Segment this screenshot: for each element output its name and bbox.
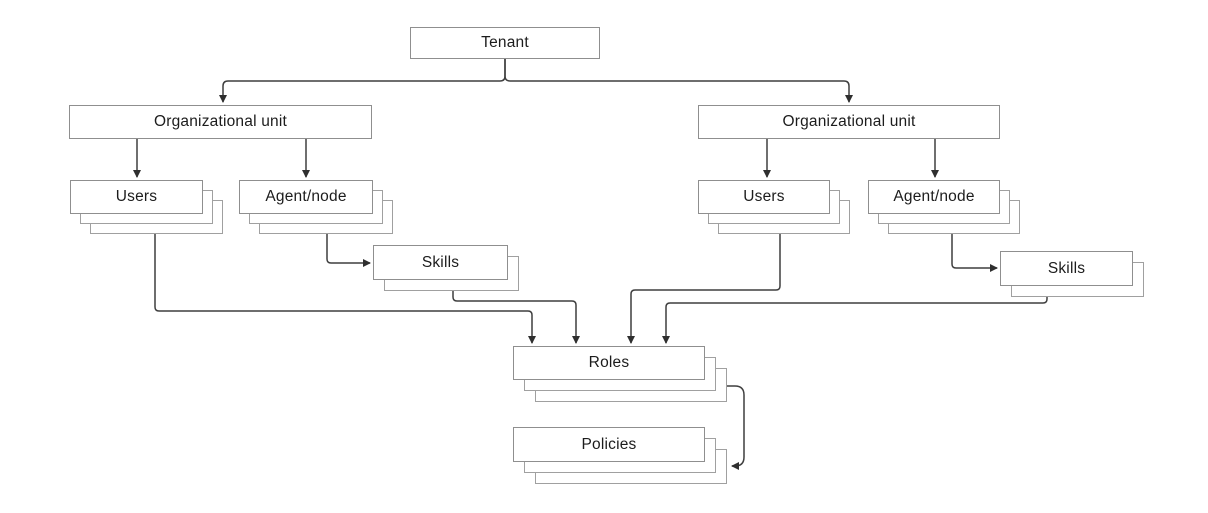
edge-skills-left-to-roles: [452, 291, 580, 344]
edge-tenant-to-ou-left: [219, 59, 506, 103]
organizational-unit-right-box: Organizational unit: [698, 105, 1000, 139]
tenant-box: Tenant: [410, 27, 600, 59]
users-left-box: Users: [70, 180, 203, 214]
edge-roles-to-policies: [727, 385, 745, 470]
users-left-label: Users: [115, 188, 158, 205]
skills-right-label: Skills: [1047, 259, 1086, 277]
skills-right-box: Skills: [1000, 251, 1133, 286]
organizational-unit-right-label: Organizational unit: [782, 113, 916, 130]
skills-left-label: Skills: [421, 253, 460, 271]
roles-box: Roles: [513, 346, 705, 380]
tenant-label: Tenant: [481, 34, 529, 51]
edge-agent-right-to-skills-right: [951, 234, 998, 272]
policies-box: Policies: [513, 427, 705, 462]
skills-left-box: Skills: [373, 245, 508, 280]
edge-users-right-to-roles: [627, 234, 781, 344]
agent-right-box: Agent/node: [868, 180, 1000, 214]
agent-left-box: Agent/node: [239, 180, 373, 214]
organizational-unit-left-label: Organizational unit: [153, 113, 288, 130]
users-right-label: Users: [743, 188, 785, 205]
organizational-unit-left-box: Organizational unit: [69, 105, 372, 139]
edge-tenant-to-ou-right: [504, 59, 853, 103]
edge-agent-left-to-skills-left: [326, 234, 371, 267]
roles-label: Roles: [588, 354, 630, 371]
agent-left-label: Agent/node: [265, 188, 347, 205]
users-right-box: Users: [698, 180, 830, 214]
edge-skills-right-to-roles: [662, 297, 1048, 344]
policies-label: Policies: [581, 435, 637, 453]
agent-right-label: Agent/node: [893, 188, 975, 205]
